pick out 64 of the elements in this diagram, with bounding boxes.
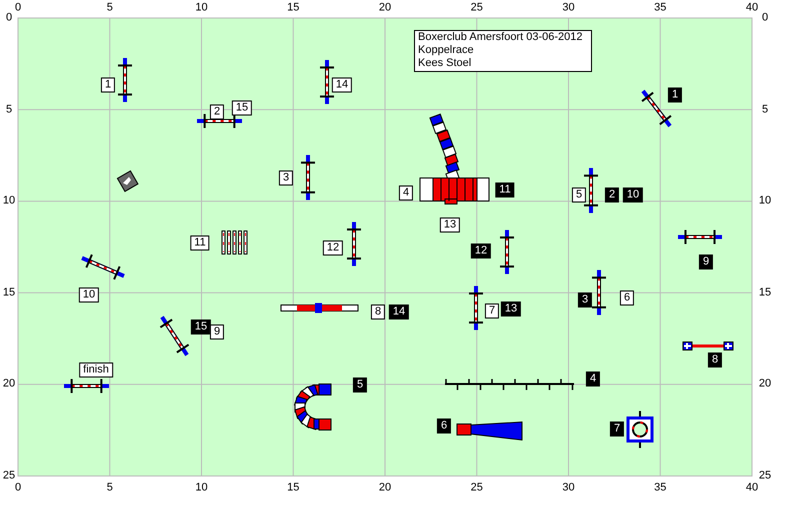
course-number: 14 (388, 304, 410, 320)
course-number: 11 (190, 236, 210, 250)
title-text: Boxerclub Amersfoort 03-06-2012 (417, 31, 584, 44)
course-number: 9 (698, 254, 714, 270)
course-number: 8 (708, 352, 722, 368)
axis-tick-label: 25 (758, 470, 772, 482)
course-number: 12 (322, 240, 344, 256)
course-number: 2 (604, 188, 620, 202)
axis-tick-label: 35 (654, 482, 666, 494)
axis-tick-label: 40 (746, 2, 758, 14)
course-number: 4 (398, 186, 414, 200)
course-number: 5 (352, 378, 368, 392)
axis-tick-label: 20 (378, 482, 392, 494)
axis-tick-label: 40 (746, 482, 758, 494)
axis-tick-label: 35 (654, 2, 666, 14)
course-number: 10 (78, 288, 100, 302)
title-text: Kees Stoel (417, 57, 472, 70)
axis-tick-label: 25 (470, 482, 483, 494)
axis-tick-label: 20 (758, 378, 772, 391)
course-number: 6 (620, 290, 634, 306)
axis-tick-label: 10 (2, 194, 16, 208)
axis-tick-label: 5 (106, 482, 113, 494)
axis-tick-label: 30 (562, 482, 575, 494)
course-number: 15 (190, 320, 212, 334)
axis-tick-label: 15 (287, 482, 300, 494)
course-number: finish (79, 362, 113, 378)
axis-tick-label: 10 (195, 2, 208, 14)
axis-tick-label: 25 (2, 470, 16, 482)
title-text: Koppelrace (417, 44, 475, 57)
course-number: 10 (622, 188, 644, 202)
axis-tick-label: 0 (6, 12, 12, 24)
course-number: 2 (210, 104, 224, 120)
axis-tick-label: 20 (378, 2, 392, 14)
axis-tick-label: 30 (562, 2, 575, 14)
axis-tick-label: 15 (287, 2, 300, 14)
course-number: 11 (495, 182, 515, 198)
course-number: 14 (332, 78, 352, 92)
course-number: 13 (440, 218, 460, 232)
course-number: 4 (586, 372, 600, 386)
axis-tick-label: 5 (762, 103, 768, 116)
course-number: 8 (370, 304, 386, 320)
course-number: 1 (668, 88, 682, 102)
course-number: 1 (100, 78, 116, 92)
course-number: 12 (470, 244, 492, 258)
axis-tick-label: 20 (2, 378, 16, 391)
axis-tick-label: 5 (6, 103, 12, 116)
course-number: 15 (232, 100, 252, 116)
axis-tick-label: 5 (106, 2, 113, 14)
course-number: 6 (436, 418, 452, 434)
course-number: 3 (578, 292, 592, 308)
axis-tick-label: 10 (195, 482, 208, 494)
axis-tick-label: 15 (758, 286, 772, 300)
axis-tick-label: 0 (762, 12, 768, 24)
course-number: 7 (610, 422, 624, 436)
course-number: 3 (278, 170, 294, 186)
axis-tick-label: 15 (2, 286, 16, 300)
axis-tick-label: 0 (14, 2, 22, 14)
course-number: 7 (484, 304, 500, 318)
course-number: 5 (572, 188, 586, 202)
course-number: 9 (210, 324, 224, 340)
axis-tick-label: 0 (14, 482, 22, 494)
axis-tick-label: 10 (758, 194, 772, 208)
course-number: 13 (500, 302, 522, 316)
axis-tick-label: 25 (470, 2, 483, 14)
